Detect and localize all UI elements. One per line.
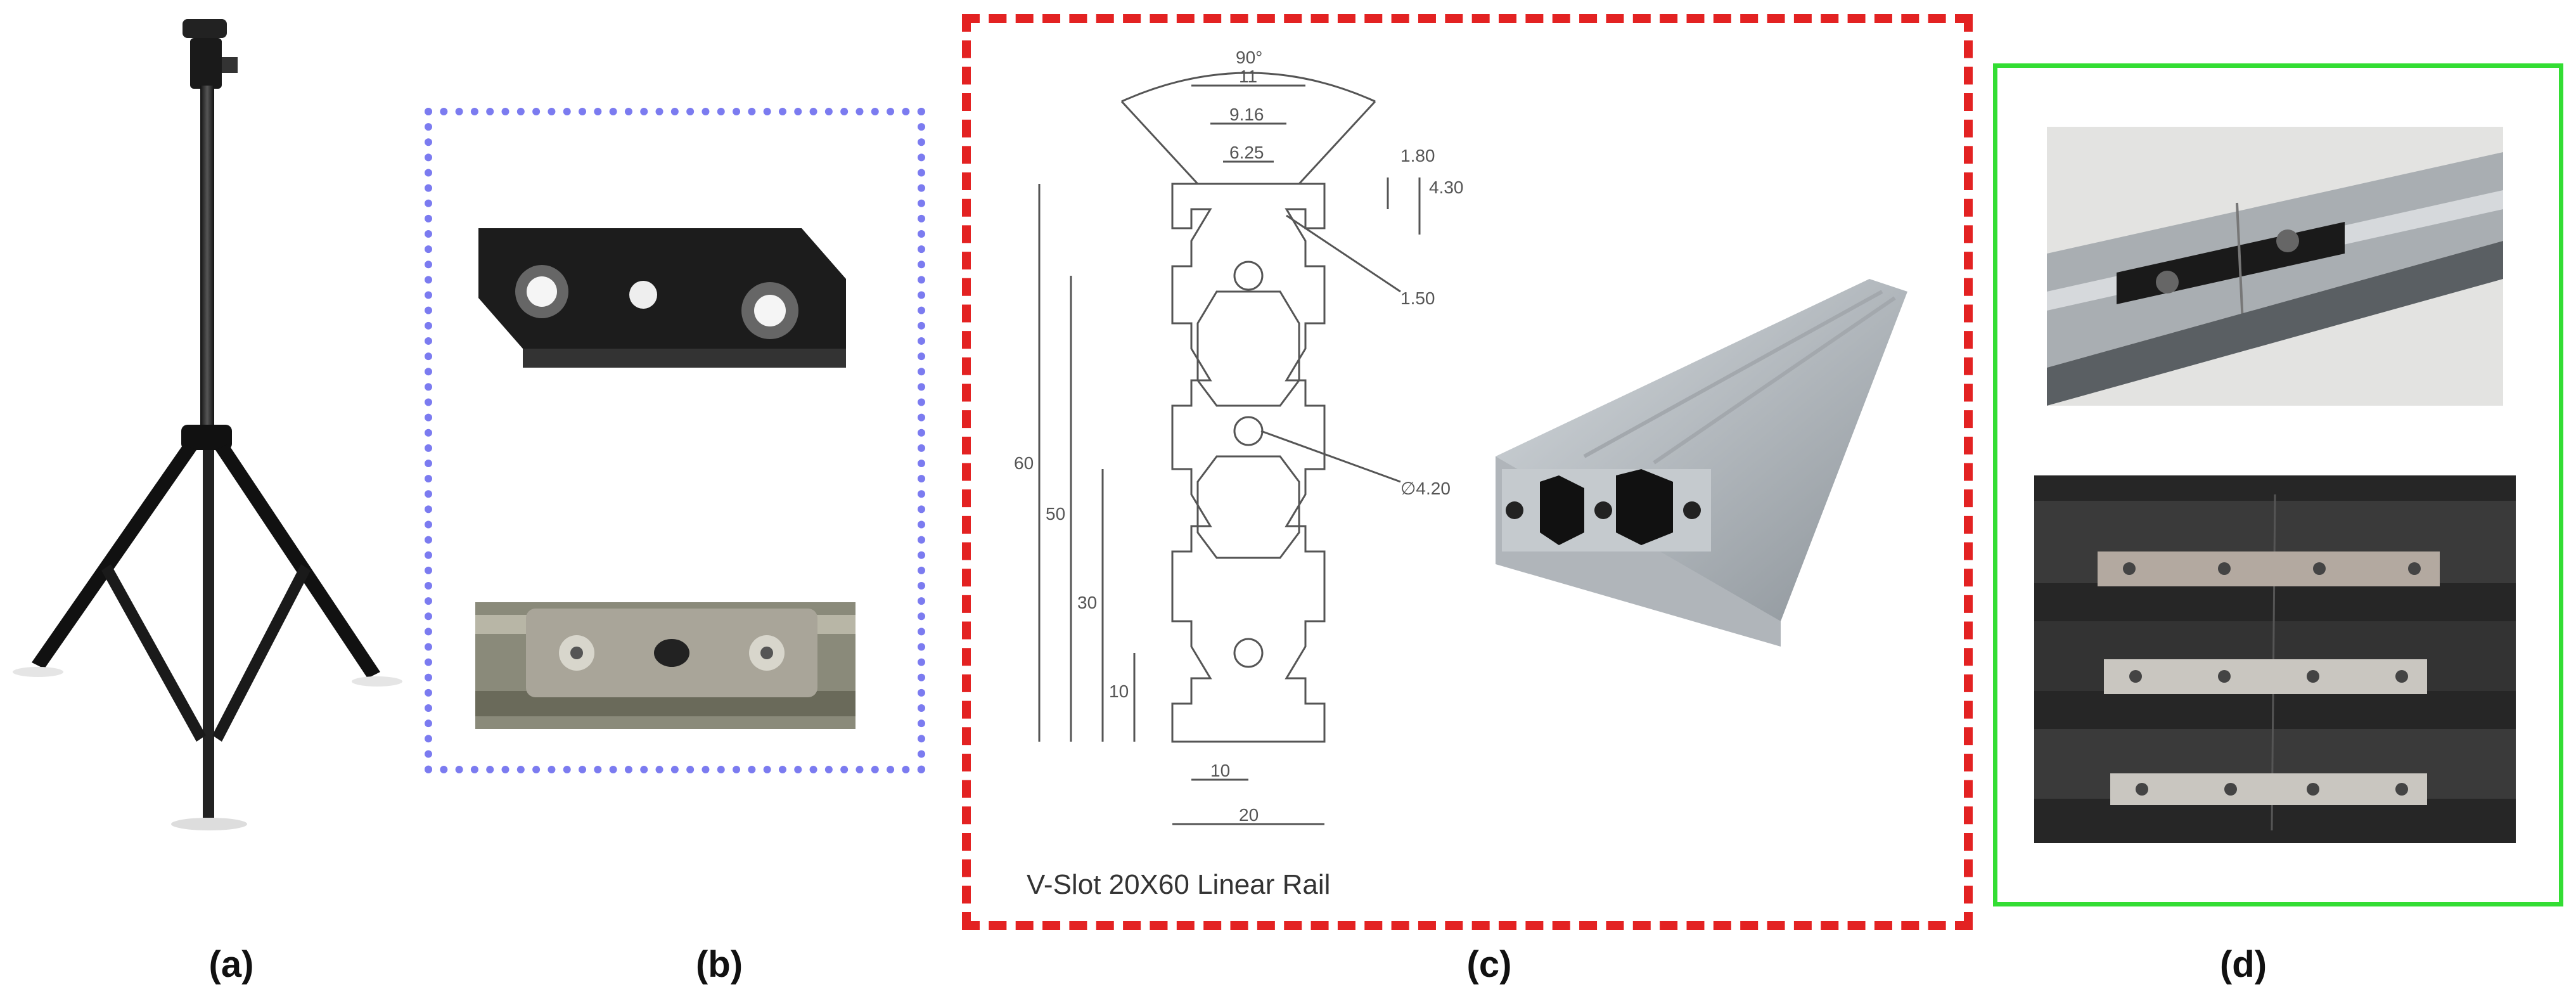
caption-b: (b) [695, 944, 743, 985]
connector-plate-photo [472, 216, 852, 406]
v-slot-technical-drawing: 90° 11 9.16 6.25 1.80 4.30 1.50 ∅4.20 60… [1008, 25, 1464, 913]
dimension-6-25: 6.25 [1229, 143, 1264, 162]
dimension-10-horizontal: 10 [1210, 761, 1230, 780]
caption-a: (a) [208, 944, 254, 985]
panel-c-frame [962, 14, 1973, 930]
dimension-50: 50 [1046, 504, 1065, 524]
dimension-30: 30 [1077, 593, 1097, 612]
drawing-title: V-Slot 20X60 Linear Rail [1027, 869, 1330, 900]
rail-joints-overview-photo [2034, 475, 2516, 843]
dimension-20: 20 [1239, 805, 1259, 825]
dimension-4-20: ∅4.20 [1400, 479, 1451, 498]
dimension-9-16: 9.16 [1229, 105, 1264, 124]
dimension-angle: 90° [1236, 48, 1262, 67]
tripod-photo [13, 13, 437, 837]
plate-on-rail-photo [475, 602, 855, 729]
dimension-60: 60 [1014, 453, 1034, 473]
dimension-10-vertical: 10 [1109, 681, 1129, 701]
dimension-11: 11 [1239, 67, 1257, 86]
tripod-illustration [13, 19, 402, 830]
panel-d-frame [1993, 63, 2563, 906]
rail-joint-closeup-photo [2047, 127, 2503, 406]
linear-rail-photo [1489, 266, 1920, 659]
caption-c: (c) [1466, 944, 1512, 985]
dimension-4-30: 4.30 [1429, 177, 1464, 197]
dimension-1-50: 1.50 [1400, 288, 1435, 308]
panel-b-frame [425, 108, 925, 773]
caption-d: (d) [2219, 944, 2267, 985]
dimension-1-80: 1.80 [1400, 146, 1435, 165]
